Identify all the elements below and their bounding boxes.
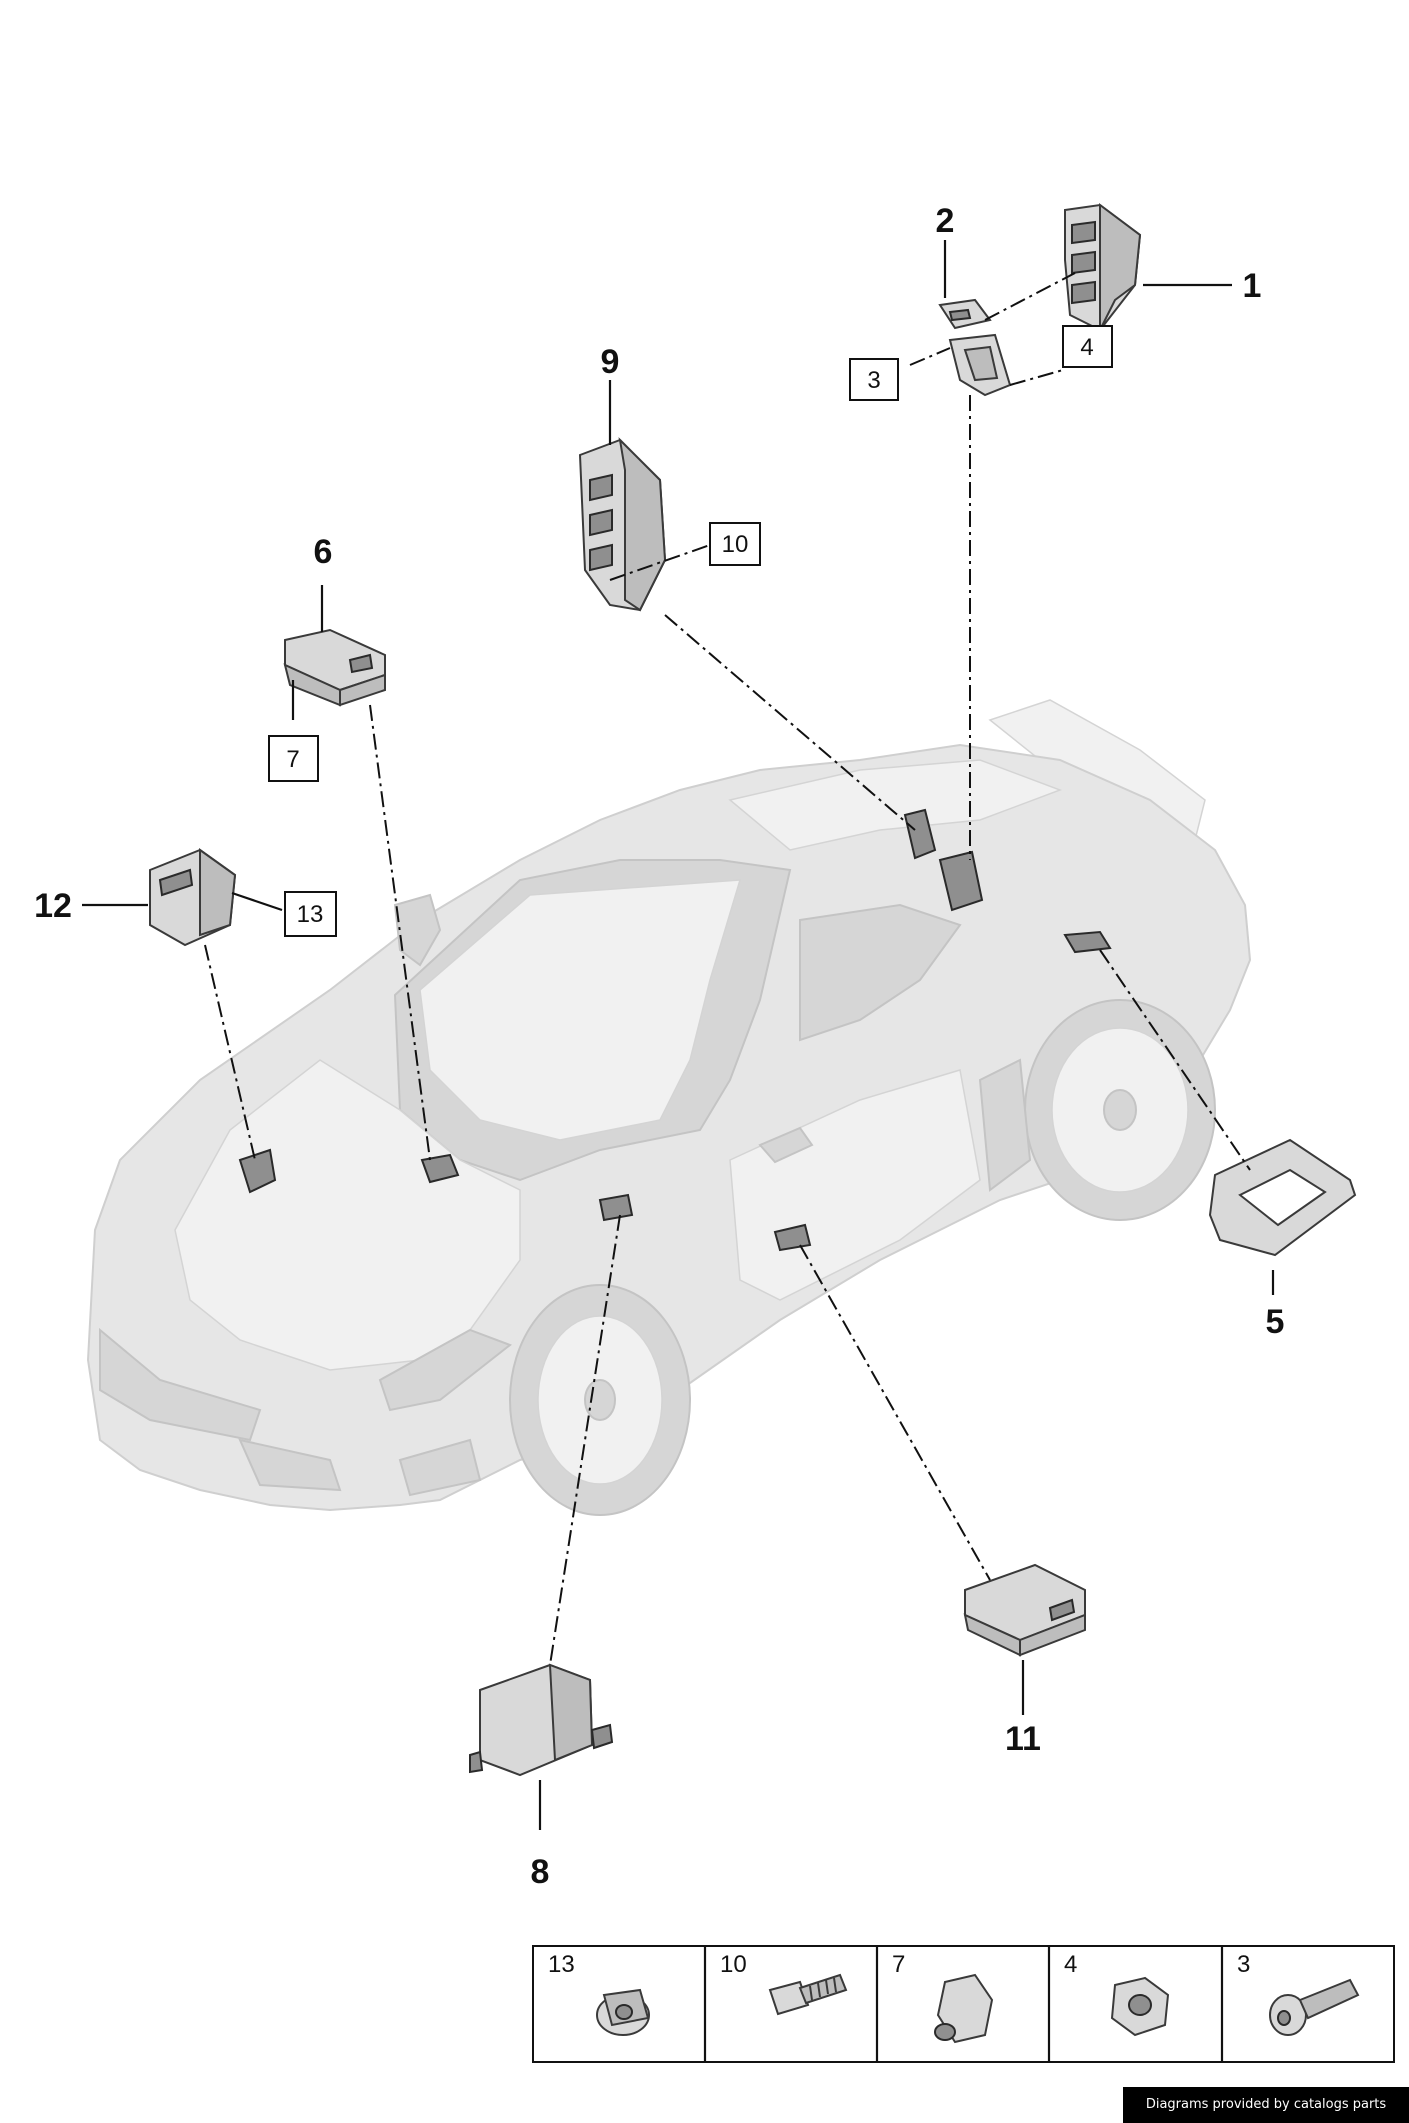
hardware-cell-13: 13: [548, 1951, 575, 1978]
part-bracket-lower: [948, 333, 1012, 397]
hardware-cell-7: 7: [892, 1951, 905, 1978]
collar-nut-icon: [934, 1973, 994, 2044]
hardware-cell-3: 3: [1237, 1951, 1250, 1978]
installed-parts: [238, 808, 1112, 1252]
callout-6: 6: [314, 533, 333, 571]
callout-8: 8: [531, 1853, 550, 1891]
hex-nut-icon: [1110, 1976, 1170, 2037]
box-ref-13: 13: [297, 901, 324, 928]
box-ref-10: 10: [722, 531, 749, 558]
callout-12: 12: [34, 887, 72, 925]
hardware-cell-10: 10: [720, 1951, 747, 1978]
part-6-control-unit: [283, 628, 386, 707]
part-11-control-unit: [963, 1563, 1086, 1657]
box-ref-3: 3: [867, 367, 880, 394]
connector-lines: [204, 272, 1251, 1666]
callout-2: 2: [936, 202, 955, 240]
hardware-table: 13 10 7 4 3: [532, 1945, 1395, 2063]
credit-badge: Diagrams provided by catalogs parts: [1123, 2087, 1409, 2123]
part-2-bracket: [938, 298, 992, 330]
callout-labels: 1 2 5 6 8 9 11 12: [34, 202, 1284, 1891]
boxed-references: 3 4 7 10 13: [268, 325, 1113, 937]
part-9-module: [578, 437, 667, 612]
part-5-frame-bracket: [1208, 1138, 1357, 1257]
hardware-cell-4: 4: [1064, 1951, 1077, 1978]
callout-1: 1: [1243, 267, 1262, 305]
flange-nut-icon: [596, 1988, 650, 2036]
bolt-icon: [1269, 1978, 1360, 2036]
part-12-control-unit: [149, 848, 237, 947]
box-ref-7: 7: [286, 746, 299, 773]
car-illustration: [86, 699, 1252, 1516]
callout-9: 9: [601, 343, 620, 381]
screw-icon: [768, 1973, 848, 2016]
leader-lines: [82, 240, 1275, 1830]
box-ref-4: 4: [1080, 334, 1093, 361]
callout-5: 5: [1266, 1303, 1285, 1341]
callout-11: 11: [1005, 1720, 1041, 1758]
part-1-control-unit: [1064, 203, 1142, 332]
part-8-control-unit: [469, 1663, 614, 1777]
